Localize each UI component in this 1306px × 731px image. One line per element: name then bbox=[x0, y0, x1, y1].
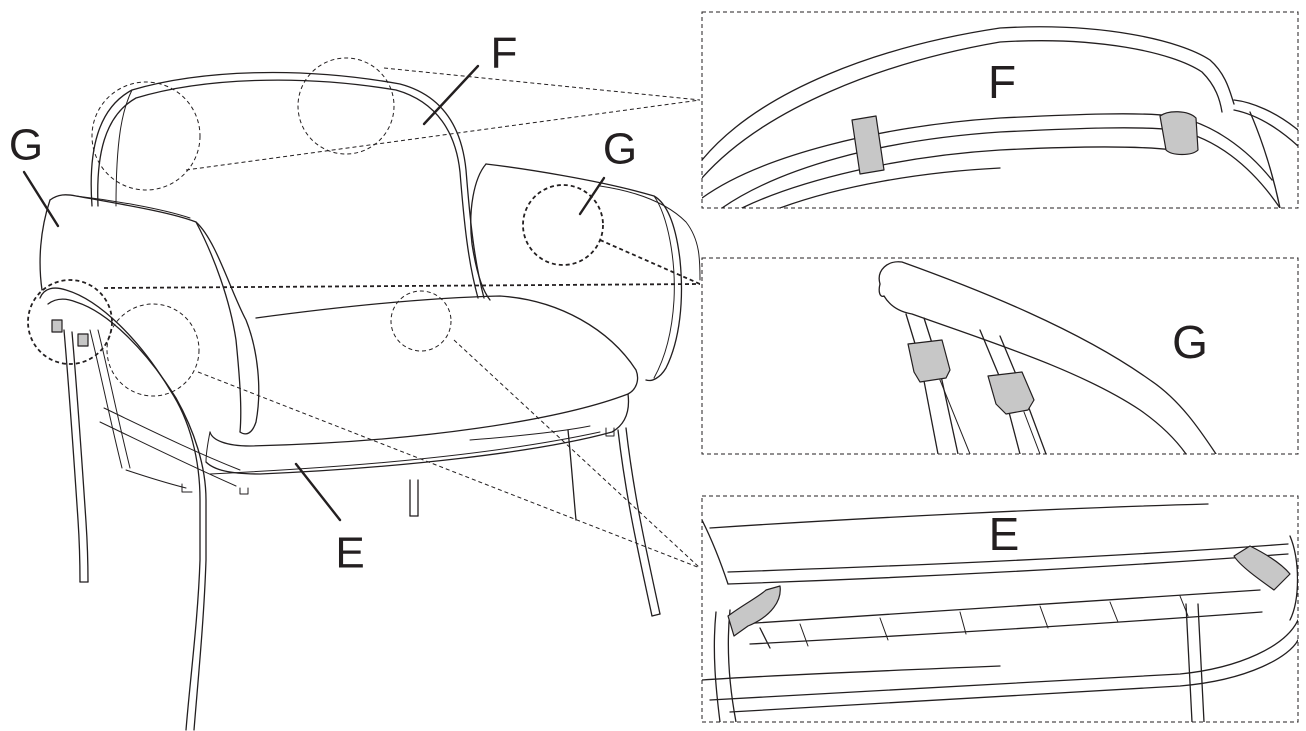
strap-back-2 bbox=[1159, 111, 1199, 156]
label-pointers bbox=[22, 64, 606, 522]
strap-seat-1 bbox=[727, 585, 781, 637]
chair-illustration: F G G E bbox=[9, 29, 701, 731]
label-detail-seat: E bbox=[989, 508, 1020, 560]
back-cushion bbox=[90, 71, 485, 299]
chair-frame bbox=[39, 287, 661, 731]
leader-lines bbox=[103, 67, 701, 569]
label-left-arm-cushion: G bbox=[9, 121, 43, 170]
label-back-cushion: F bbox=[491, 29, 518, 78]
label-seat-cushion: E bbox=[335, 529, 364, 578]
strap-left-2 bbox=[77, 333, 89, 347]
strap-back-1 bbox=[851, 115, 885, 175]
right-arm-cushion bbox=[470, 163, 701, 382]
left-arm-cushion bbox=[39, 194, 260, 435]
label-detail-back: F bbox=[988, 56, 1016, 108]
label-detail-arm: G bbox=[1172, 316, 1208, 368]
label-right-arm-cushion: G bbox=[603, 125, 637, 174]
seat-cushion bbox=[205, 295, 639, 475]
detail-panel-seat: E bbox=[701, 495, 1299, 723]
detail-panel-arm: G bbox=[701, 257, 1299, 455]
strap-arm-2 bbox=[987, 371, 1035, 415]
detail-panel-back: F bbox=[701, 11, 1299, 209]
strap-seat-2 bbox=[1233, 545, 1291, 591]
strap-arm-1 bbox=[907, 339, 951, 383]
callout-circles bbox=[27, 57, 604, 397]
strap-left-1 bbox=[51, 319, 63, 333]
